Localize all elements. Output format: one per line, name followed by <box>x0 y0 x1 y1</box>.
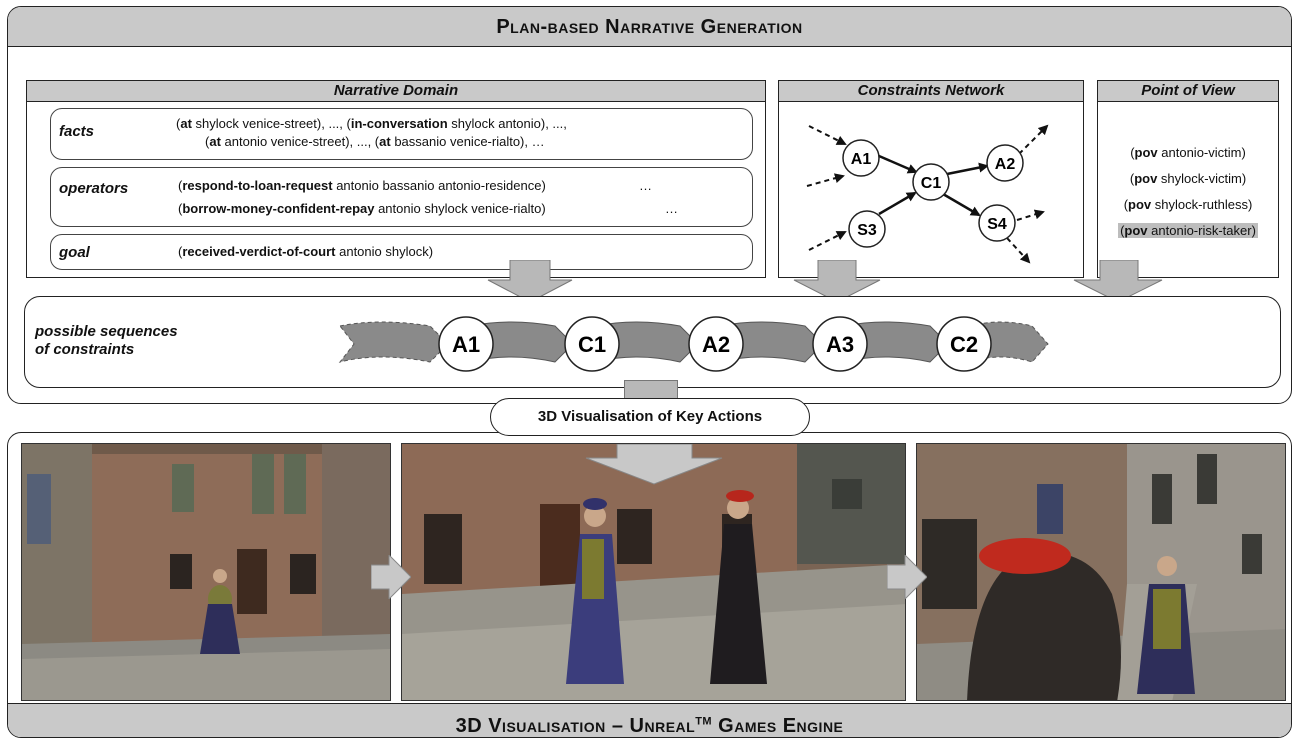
sequence-node-a1: A1 <box>438 316 494 372</box>
page-title: Plan-based Narrative Generation <box>496 16 803 38</box>
key-actions-label: 3D Visualisation of Key Actions <box>537 408 763 425</box>
connector-bar <box>624 380 678 400</box>
sequence-arrow-start <box>338 321 449 363</box>
facts-line-2: (at antonio venice-street), ..., (at bas… <box>205 134 545 149</box>
goal-label: goal <box>59 244 90 261</box>
network-node-a1: A1 <box>842 139 880 177</box>
svg-text:A2: A2 <box>702 332 730 357</box>
edge-out-s4-down <box>1006 237 1031 264</box>
svg-text:A3: A3 <box>826 332 854 357</box>
footer-title: 3D Visualisation – UnrealTM Games Engine <box>455 714 844 737</box>
svg-text:A1: A1 <box>452 332 480 357</box>
svg-text:S3: S3 <box>857 222 877 239</box>
operators-line-1: (respond-to-loan-request antonio bassani… <box>178 178 546 193</box>
network-node-s3: S3 <box>848 210 886 248</box>
svg-text:C2: C2 <box>950 332 978 357</box>
edge-s3-c1 <box>878 191 917 216</box>
edge-c1-s4 <box>942 192 981 217</box>
operators-line-2: (borrow-money-confident-repay antonio sh… <box>178 201 546 216</box>
sequences-label: possible sequences of constraints <box>35 323 178 358</box>
point-of-view-box: Point of View (pov antonio-victim) (pov … <box>1097 80 1279 278</box>
edge-in-a1-bottom <box>806 173 845 187</box>
scene-arrow-2-3 <box>887 555 927 599</box>
edge-in-s3 <box>808 231 847 251</box>
constraints-network-graph: A1 C1 A2 S3 S4 <box>806 124 1049 264</box>
scene-arrow-1-2 <box>371 555 411 599</box>
merge-arrows <box>487 260 1163 303</box>
scene-image-1 <box>21 443 391 701</box>
arrow-pov-down <box>1073 260 1163 303</box>
operators-label: operators <box>59 180 129 197</box>
arrow-network-down <box>793 260 881 303</box>
edge-a1-c1 <box>878 154 918 174</box>
pov-item-1: (pov shylock-victim) <box>1129 171 1247 186</box>
pov-item-3: (pov antonio-risk-taker) <box>1118 223 1258 238</box>
facts-line-1: (at shylock venice-street), ..., (in-con… <box>176 116 567 131</box>
key-actions-pill: 3D Visualisation of Key Actions <box>490 398 810 436</box>
network-node-c1: C1 <box>912 163 950 201</box>
edge-c1-a2 <box>946 162 989 176</box>
operators-line-1-ellipsis: … <box>639 178 652 193</box>
network-node-a2: A2 <box>986 144 1024 182</box>
sequence-chain: A1 C1 A2 A3 C2 <box>338 316 1049 372</box>
goal-line-1: (received-verdict-of-court antonio shylo… <box>178 244 434 259</box>
svg-text:S4: S4 <box>987 216 1007 233</box>
sequence-node-c1: C1 <box>564 316 620 372</box>
point-of-view-title: Point of View <box>1098 81 1278 102</box>
constraints-network-box: Constraints Network A1 C1 A2 <box>778 80 1084 278</box>
facts-row: facts (at shylock venice-street), ..., (… <box>50 108 753 160</box>
narrative-domain-title: Narrative Domain <box>27 81 765 102</box>
pov-item-0: (pov antonio-victim) <box>1130 145 1246 160</box>
svg-text:C1: C1 <box>578 332 606 357</box>
operators-line-2-ellipsis: … <box>665 201 678 216</box>
goal-row: goal (received-verdict-of-court antonio … <box>50 234 753 270</box>
sequence-node-c2: C2 <box>936 316 992 372</box>
edge-out-s4-right <box>1016 209 1045 221</box>
svg-text:A2: A2 <box>995 156 1016 173</box>
facts-label: facts <box>59 123 95 140</box>
edge-out-a2 <box>1018 124 1049 155</box>
network-node-s4: S4 <box>978 204 1016 242</box>
edge-in-a1-top <box>808 125 847 145</box>
footer-title-bar: 3D Visualisation – UnrealTM Games Engine <box>8 703 1291 737</box>
svg-text:C1: C1 <box>921 175 942 192</box>
constraints-network-title: Constraints Network <box>779 81 1083 102</box>
svg-text:A1: A1 <box>851 151 872 168</box>
panel-title-bar: Plan-based Narrative Generation <box>8 7 1291 47</box>
operators-row: operators (respond-to-loan-request anton… <box>50 167 753 227</box>
scene-image-3 <box>916 443 1286 701</box>
pov-item-2: (pov shylock-ruthless) <box>1123 197 1253 212</box>
sequence-node-a3: A3 <box>812 316 868 372</box>
sequence-node-a2: A2 <box>688 316 744 372</box>
scene-image-2 <box>401 443 906 701</box>
arrow-domain-down <box>487 260 573 303</box>
